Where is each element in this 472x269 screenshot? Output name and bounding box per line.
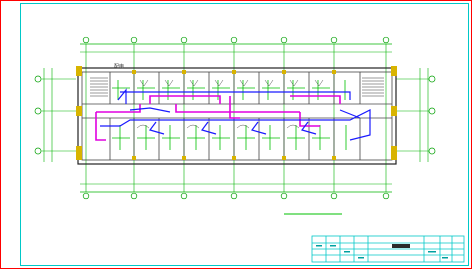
structural-columns — [76, 66, 397, 160]
stair-left — [90, 77, 108, 97]
axis-bubbles — [34, 36, 436, 200]
lighting-wiring — [112, 80, 347, 150]
title-block-name-field — [392, 244, 410, 248]
building-outline — [77, 67, 397, 165]
stair-right — [362, 77, 384, 97]
sheet-inner-border — [20, 3, 469, 266]
feeder-wiring — [100, 88, 371, 141]
title-block — [311, 235, 465, 263]
side-dimension-lines — [41, 68, 429, 162]
room-label: 配电 — [114, 63, 124, 70]
top-dimension-lines — [80, 43, 392, 193]
room-fixtures — [136, 79, 324, 129]
power-wiring — [95, 95, 341, 141]
